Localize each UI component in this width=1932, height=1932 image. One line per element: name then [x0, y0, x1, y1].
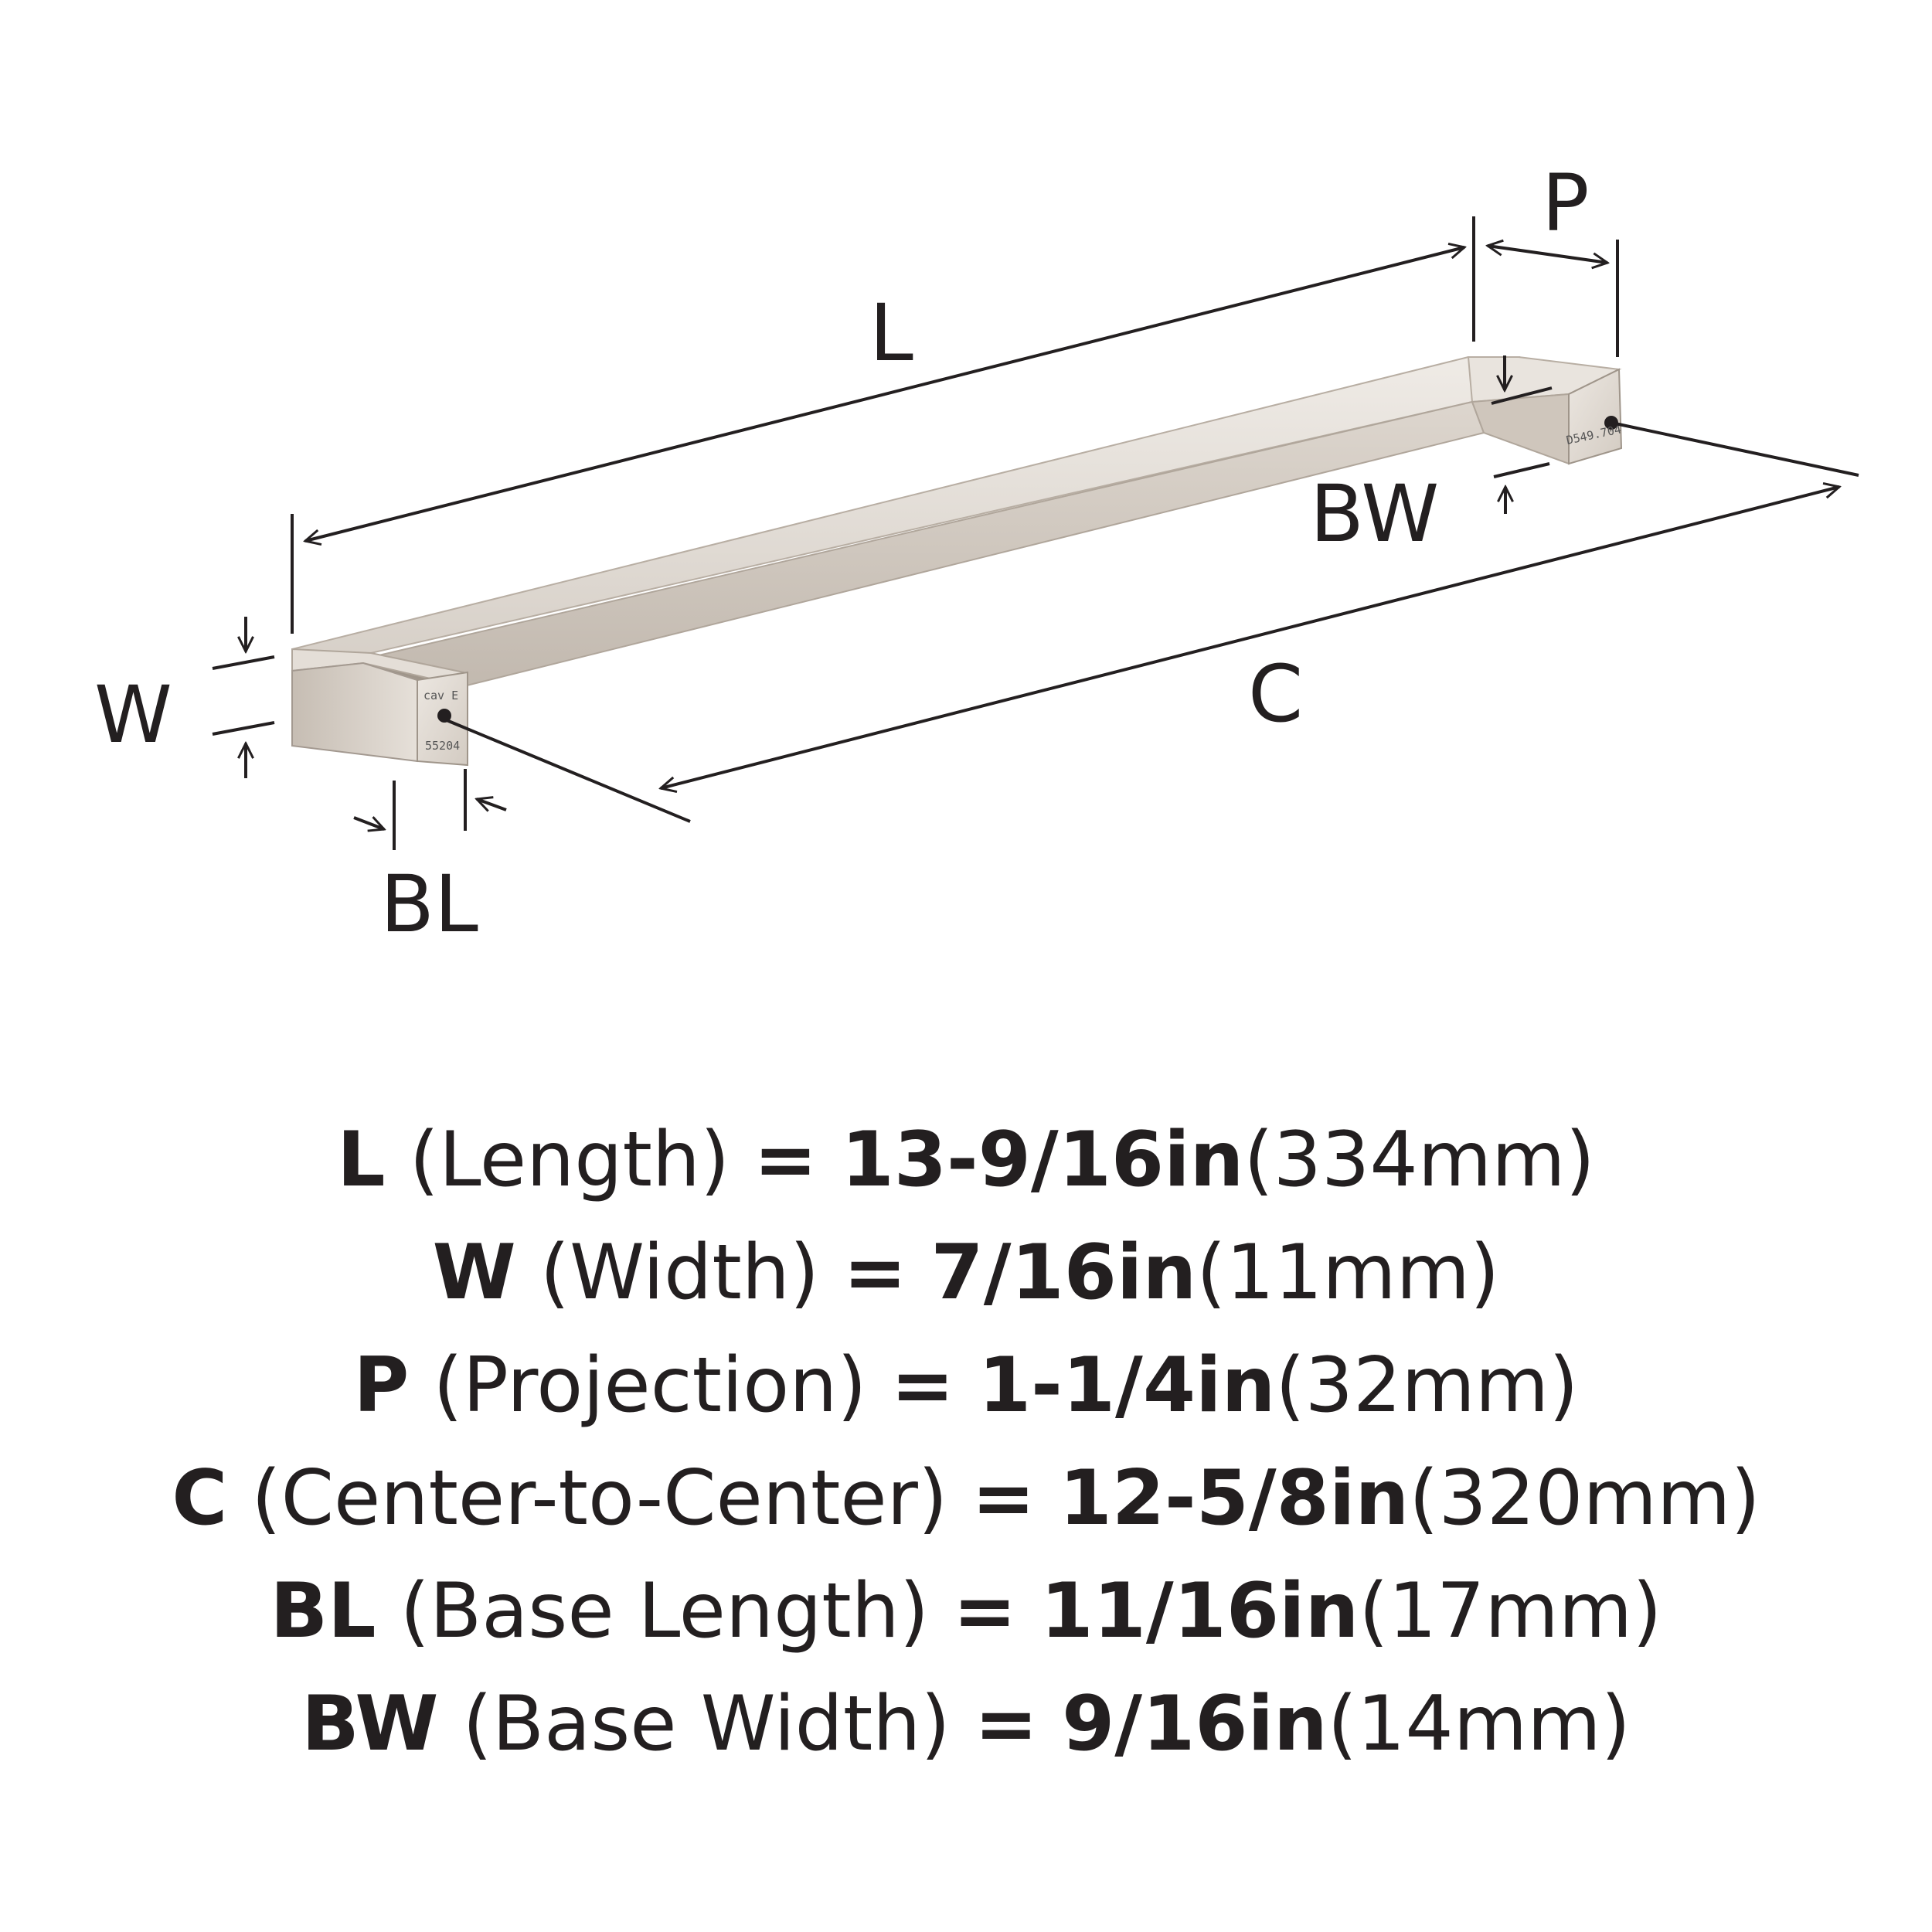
spec-abbr: W: [432, 1229, 516, 1317]
P-dimension-line: [1488, 246, 1607, 263]
BW-extension-bottom: [1493, 462, 1550, 478]
BL-arrow-left: [353, 816, 384, 829]
L-dimension-line: [305, 247, 1464, 541]
spec-line-base-width: BW (Base Width) = 9/16in(14mm): [0, 1668, 1932, 1781]
spec-name: (Base Width): [462, 1680, 951, 1768]
label-BL: BL: [380, 859, 478, 951]
spec-abbr: C: [172, 1454, 228, 1543]
label-P: P: [1542, 158, 1590, 250]
dimension-lines: [212, 216, 1859, 850]
spec-equals: =: [843, 1229, 907, 1317]
spec-metric: (32mm): [1275, 1342, 1579, 1430]
spec-abbr: BW: [301, 1680, 439, 1768]
spec-name: (Center-to-Center): [251, 1454, 948, 1543]
W-extension-top: [212, 655, 275, 670]
label-C: C: [1248, 648, 1303, 740]
cabinet-pull-image: D549.704 cav E 55204: [291, 356, 1623, 767]
spec-equals: =: [974, 1680, 1038, 1768]
C-leader-left: [446, 719, 691, 823]
spec-abbr: L: [337, 1116, 386, 1204]
spec-imperial: 1-1/4in: [978, 1342, 1276, 1430]
left-post-side-face: [291, 662, 418, 763]
right-post-end-face: [1568, 368, 1623, 465]
spec-name: (Length): [409, 1116, 730, 1204]
spec-line-width: W (Width) = 7/16in(11mm): [0, 1216, 1932, 1329]
spec-metric: (320mm): [1409, 1454, 1760, 1543]
spec-equals: =: [753, 1116, 818, 1204]
spec-line-base-length: BL (Base Length) = 11/16in(17mm): [0, 1555, 1932, 1668]
spec-line-center-to-center: C (Center-to-Center) = 12-5/8in(320mm): [0, 1442, 1932, 1555]
dimension-diagram: D549.704 cav E 55204: [94, 158, 1859, 951]
spec-name: (Width): [539, 1229, 820, 1317]
label-BW: BW: [1310, 468, 1439, 560]
spec-metric: (17mm): [1359, 1567, 1662, 1655]
label-W: W: [94, 669, 172, 761]
W-extension-bottom: [212, 721, 275, 736]
right-bend-side: [1471, 393, 1570, 465]
spec-line-projection: P (Projection) = 1-1/4in(32mm): [0, 1329, 1932, 1442]
spec-abbr: P: [353, 1342, 410, 1430]
spec-imperial: 13-9/16in: [841, 1116, 1244, 1204]
spec-equals: =: [890, 1342, 954, 1430]
BL-arrow-right: [477, 799, 507, 810]
spec-line-length: L (Length) = 13-9/16in(334mm): [0, 1104, 1932, 1216]
spec-imperial: 12-5/8in: [1059, 1454, 1410, 1543]
spec-equals: =: [953, 1567, 1017, 1655]
C-leader-right: [1614, 422, 1859, 477]
spec-imperial: 9/16in: [1062, 1680, 1328, 1768]
spec-metric: (14mm): [1327, 1680, 1631, 1768]
left-post-stamp-top: cav E: [423, 689, 458, 702]
spec-imperial: 7/16in: [930, 1229, 1197, 1317]
spec-metric: (334mm): [1243, 1116, 1595, 1204]
right-post-screw-hole: [1604, 416, 1618, 430]
spec-list: L (Length) = 13-9/16in(334mm) W (Width) …: [0, 1104, 1932, 1781]
spec-name: (Projection): [433, 1342, 867, 1430]
spec-imperial: 11/16in: [1040, 1567, 1359, 1655]
spec-metric: (11mm): [1196, 1229, 1500, 1317]
spec-equals: =: [971, 1454, 1036, 1543]
C-dimension-line: [661, 487, 1839, 788]
spec-name: (Base Length): [400, 1567, 930, 1655]
label-L: L: [869, 287, 913, 379]
spec-abbr: BL: [270, 1567, 376, 1655]
BW-extension-top: [1491, 386, 1553, 405]
left-post-stamp-bottom: 55204: [425, 739, 460, 753]
